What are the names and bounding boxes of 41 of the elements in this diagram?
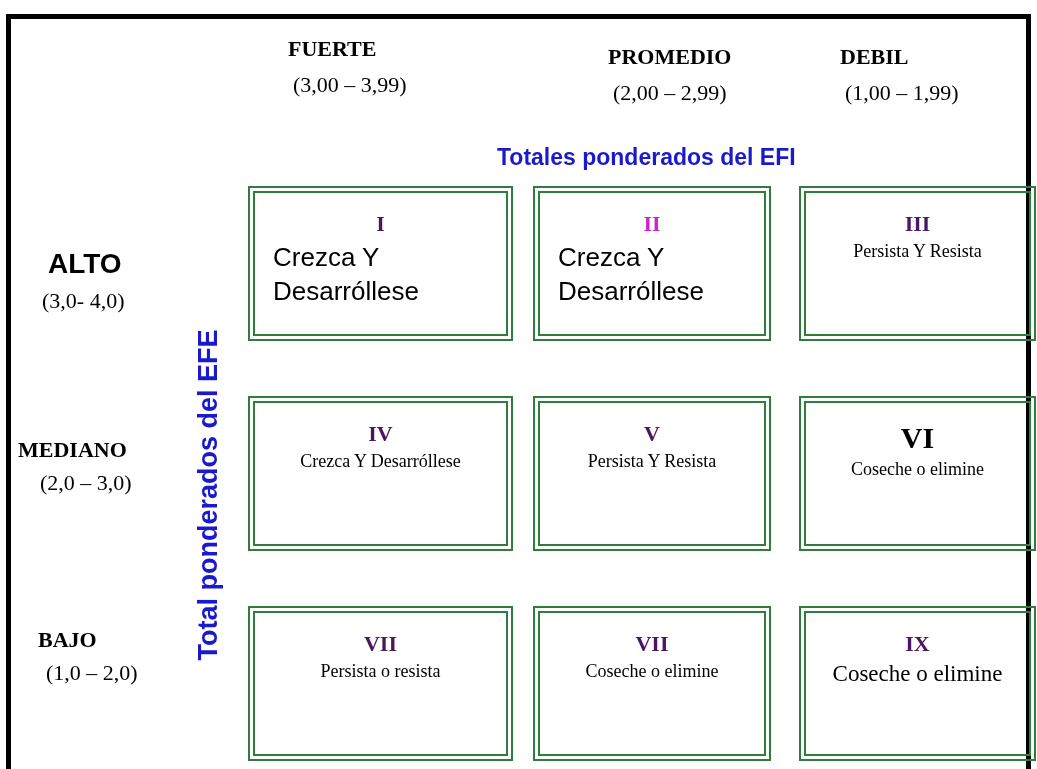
matrix-cell — [799, 396, 1036, 551]
matrix-cell — [533, 186, 771, 341]
row-heading: ALTO — [48, 248, 122, 280]
column-heading: FUERTE — [288, 36, 377, 62]
range-label: (2,0 – 3,0) — [40, 470, 132, 496]
matrix-cell — [248, 186, 513, 341]
range-label: (1,00 – 1,99) — [845, 80, 959, 106]
column-heading: DEBIL — [840, 44, 909, 70]
matrix-cell — [533, 396, 771, 551]
strategy-text: Crezca Y Desarróllese — [557, 241, 705, 308]
strategy-text: Persista Y Resista — [586, 451, 718, 472]
roman-numeral: VI — [899, 421, 936, 455]
row-heading: BAJO — [38, 627, 97, 653]
matrix-cell — [799, 186, 1036, 341]
matrix-cell — [248, 606, 513, 761]
range-label: (3,00 – 3,99) — [293, 72, 407, 98]
roman-numeral: I — [375, 211, 386, 237]
roman-numeral: V — [643, 421, 661, 447]
strategy-text: Persista Y Resista — [852, 241, 983, 262]
roman-numeral: IV — [367, 421, 394, 447]
strategy-text: Coseche o elimine — [850, 459, 985, 480]
strategy-text: Coseche o elimine — [831, 661, 1004, 687]
range-label: (3,0- 4,0) — [42, 288, 125, 314]
column-heading: PROMEDIO — [608, 44, 732, 70]
strategy-text: Crezca Y Desarróllese — [272, 241, 420, 308]
matrix-cell — [799, 606, 1036, 761]
axis-title: Totales ponderados del EFI — [497, 144, 796, 171]
strategy-text: Coseche o elimine — [584, 661, 720, 682]
range-label: (1,0 – 2,0) — [46, 660, 138, 686]
row-heading: MEDIANO — [18, 437, 127, 463]
roman-numeral: IX — [904, 631, 931, 657]
roman-numeral: II — [642, 211, 662, 237]
roman-numeral: VII — [634, 631, 670, 657]
matrix-cell — [533, 606, 771, 761]
strategy-text: Crezca Y Desarróllese — [299, 451, 462, 472]
matrix-cell — [248, 396, 513, 551]
range-label: (2,00 – 2,99) — [613, 80, 727, 106]
axis-title: Total ponderados del EFE — [192, 329, 224, 661]
roman-numeral: VII — [363, 631, 398, 657]
strategy-text: Persista o resista — [319, 661, 442, 682]
roman-numeral: III — [903, 211, 932, 237]
